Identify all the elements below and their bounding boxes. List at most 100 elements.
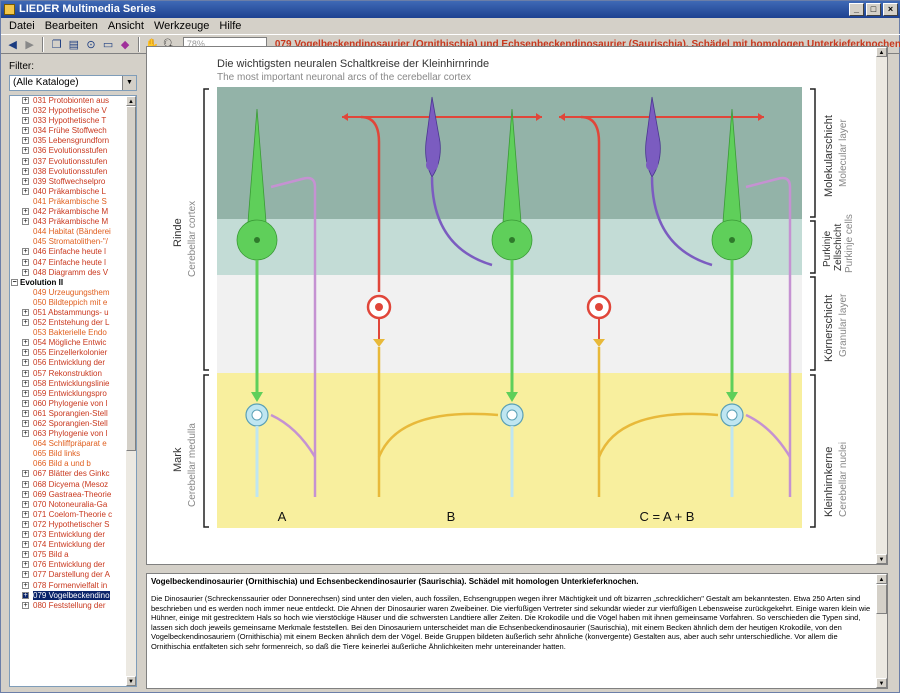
- tree-item[interactable]: +043 Präkambische M: [10, 217, 127, 227]
- collapse-icon[interactable]: −: [11, 278, 18, 286]
- expand-icon[interactable]: +: [22, 177, 29, 185]
- close-button[interactable]: ×: [883, 3, 898, 16]
- expand-icon[interactable]: +: [22, 369, 29, 377]
- expand-icon[interactable]: +: [22, 127, 29, 135]
- expand-icon[interactable]: +: [22, 591, 29, 599]
- tree-item[interactable]: +062 Sporangien-Stell: [10, 419, 127, 429]
- tree-scrollbar[interactable]: ▲ ▼: [126, 96, 136, 686]
- tree-item[interactable]: +054 Mögliche Entwic: [10, 338, 127, 348]
- expand-icon[interactable]: +: [22, 541, 29, 549]
- screen-icon[interactable]: ▭: [102, 38, 114, 51]
- tree-item[interactable]: +042 Präkambische M: [10, 207, 127, 217]
- scroll-thumb[interactable]: [126, 106, 136, 451]
- expand-icon[interactable]: +: [22, 359, 29, 367]
- tree-item[interactable]: +079 Vogelbeckendino: [10, 590, 127, 601]
- expand-icon[interactable]: +: [22, 379, 29, 387]
- expand-icon[interactable]: +: [22, 157, 29, 165]
- expand-icon[interactable]: +: [22, 520, 29, 528]
- expand-icon[interactable]: +: [22, 339, 29, 347]
- tree-item[interactable]: 044 Habitat (Bänderei: [10, 227, 127, 237]
- tree-item[interactable]: +036 Evolutionsstufen: [10, 146, 127, 156]
- expand-icon[interactable]: +: [22, 399, 29, 407]
- tree-item[interactable]: +047 Einfache heute l: [10, 258, 127, 268]
- scroll-up-icon[interactable]: ▲: [876, 47, 887, 57]
- tree-item[interactable]: +046 Einfache heute l: [10, 247, 127, 257]
- tree-item[interactable]: +058 Entwicklungslinie: [10, 379, 127, 389]
- tree-item[interactable]: 049 Urzeugungsthem: [10, 288, 127, 298]
- menu-hilfe[interactable]: Hilfe: [219, 20, 242, 32]
- tree-item[interactable]: 050 Bildteppich mit e: [10, 298, 127, 308]
- tree-item[interactable]: +072 Hypothetischer S: [10, 520, 127, 530]
- tree-item[interactable]: +052 Entstehung der L: [10, 318, 127, 328]
- scroll-down-icon[interactable]: ▼: [876, 678, 887, 688]
- tree-item[interactable]: +040 Präkambische L: [10, 187, 127, 197]
- expand-icon[interactable]: +: [22, 470, 29, 478]
- tree-item[interactable]: +061 Sporangien-Stell: [10, 409, 127, 419]
- expand-icon[interactable]: +: [22, 531, 29, 539]
- tree-item[interactable]: +034 Frühe Stoffwech: [10, 126, 127, 136]
- tree-item[interactable]: +051 Abstammungs- u: [10, 308, 127, 318]
- binoculars-icon[interactable]: ⊙: [86, 38, 96, 51]
- tree-item[interactable]: +068 Dicyema (Mesoz: [10, 480, 127, 490]
- tree-item[interactable]: 064 Schliffpräparat e: [10, 439, 127, 449]
- tree-item[interactable]: +076 Entwicklung der: [10, 560, 127, 570]
- tree-item[interactable]: +037 Evolutionsstufen: [10, 157, 127, 167]
- maximize-button[interactable]: □: [866, 3, 881, 16]
- tree-item[interactable]: +033 Hypothetische T: [10, 116, 127, 126]
- expand-icon[interactable]: +: [22, 308, 29, 316]
- tree-item[interactable]: +074 Entwicklung der: [10, 540, 127, 550]
- expand-icon[interactable]: +: [22, 137, 29, 145]
- expand-icon[interactable]: +: [22, 430, 29, 438]
- expand-icon[interactable]: +: [22, 258, 29, 266]
- expand-icon[interactable]: +: [22, 510, 29, 518]
- tree-item[interactable]: +059 Entwicklungspro: [10, 389, 127, 399]
- tree-item[interactable]: +038 Evolutionsstufen: [10, 167, 127, 177]
- expand-icon[interactable]: +: [22, 571, 29, 579]
- description-scrollbar[interactable]: ▲ ▼: [876, 574, 887, 688]
- tree-item[interactable]: 066 Bild a und b: [10, 459, 127, 469]
- expand-icon[interactable]: +: [22, 480, 29, 488]
- tree-item[interactable]: +067 Blätter des Ginkc: [10, 469, 127, 479]
- forward-arrow-icon[interactable]: ▶: [25, 38, 34, 51]
- bookmark-icon[interactable]: ◆: [120, 38, 130, 51]
- tree-item[interactable]: +035 Lebensgrundforn: [10, 136, 127, 146]
- tree-item[interactable]: +077 Darstellung der A: [10, 570, 127, 580]
- back-arrow-icon[interactable]: ◀: [8, 38, 17, 51]
- scroll-thumb[interactable]: [876, 584, 887, 614]
- tree-item[interactable]: +039 Stoffwechselpro: [10, 177, 127, 187]
- tree-item[interactable]: +070 Notoneuralia-Ga: [10, 500, 127, 510]
- expand-icon[interactable]: +: [22, 97, 29, 104]
- expand-icon[interactable]: +: [22, 268, 29, 276]
- expand-icon[interactable]: +: [22, 187, 29, 195]
- expand-icon[interactable]: +: [22, 319, 29, 327]
- expand-icon[interactable]: +: [22, 409, 29, 417]
- tree-item[interactable]: +060 Phylogenie von l: [10, 399, 127, 409]
- expand-icon[interactable]: +: [22, 107, 29, 115]
- tree-item[interactable]: +031 Protobionten aus: [10, 96, 127, 106]
- tree-item[interactable]: 041 Präkambische S: [10, 197, 127, 207]
- tree-item[interactable]: +071 Coelom-Theorie c: [10, 510, 127, 520]
- expand-icon[interactable]: +: [22, 167, 29, 175]
- expand-icon[interactable]: +: [22, 500, 29, 508]
- chevron-down-icon[interactable]: ▼: [122, 76, 136, 90]
- figure-scrollbar[interactable]: ▲ ▼: [876, 47, 887, 564]
- expand-icon[interactable]: +: [22, 601, 29, 609]
- expand-icon[interactable]: +: [22, 420, 29, 427]
- tree-item[interactable]: +048 Diagramm des V: [10, 268, 127, 278]
- scroll-down-icon[interactable]: ▼: [126, 676, 136, 686]
- tree-item[interactable]: +075 Bild a: [10, 550, 127, 560]
- expand-icon[interactable]: +: [22, 561, 29, 569]
- tree-item[interactable]: +069 Gastraea-Theorie: [10, 490, 127, 500]
- menu-bearbeiten[interactable]: Bearbeiten: [44, 20, 98, 32]
- scroll-up-icon[interactable]: ▲: [876, 574, 887, 584]
- expand-icon[interactable]: +: [22, 218, 29, 226]
- tree-item[interactable]: +063 Phylogenie von l: [10, 429, 127, 439]
- tree-item[interactable]: 065 Bild links: [10, 449, 127, 459]
- expand-icon[interactable]: +: [22, 208, 29, 216]
- tree-item[interactable]: +080 Feststellung der: [10, 601, 127, 611]
- tree-item[interactable]: +073 Entwicklung der: [10, 530, 127, 540]
- tree-item[interactable]: +056 Entwicklung der: [10, 358, 127, 368]
- expand-icon[interactable]: +: [22, 551, 29, 559]
- copy-icon[interactable]: ❐: [51, 38, 62, 51]
- tree-item[interactable]: 045 Stromatolithen-"/: [10, 237, 127, 247]
